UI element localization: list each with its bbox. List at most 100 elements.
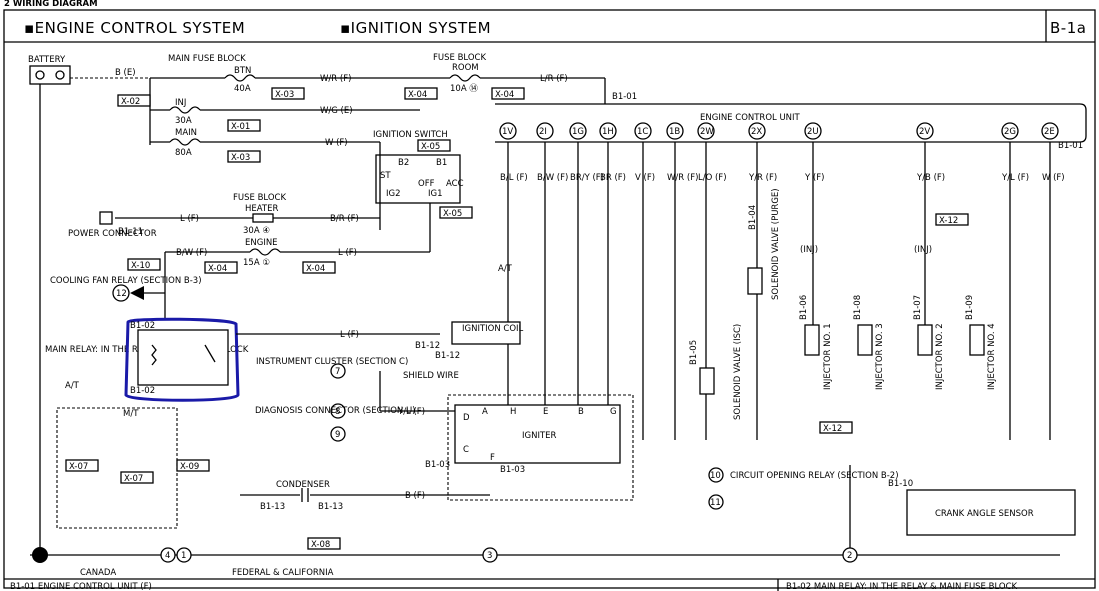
main-relay-highlight <box>124 317 240 402</box>
circle-10: 10 <box>710 471 721 481</box>
switch-ig1: IG1 <box>428 189 443 199</box>
power-connector-label: POWER CONNECTOR <box>68 229 157 239</box>
ecu-wire-label: Y (F) <box>804 173 824 183</box>
injector-4-icon <box>969 324 985 356</box>
ref-box-label: X-07 <box>69 462 88 472</box>
ref-box-label: X-01 <box>231 122 250 132</box>
ecu-pin-2v <box>916 122 934 140</box>
ecu-pin-1c <box>634 122 652 140</box>
igniter-box <box>454 404 621 464</box>
ecu-pin-2w <box>697 122 715 140</box>
diagram-frame <box>3 9 1096 589</box>
diagnosis-connector-label: DIAGNOSIS CONNECTOR (SECTION U) <box>255 406 416 416</box>
ecu-wire-label: V (F) <box>635 173 655 183</box>
ref-box-label: X-08 <box>311 540 330 550</box>
main-fuse-block-label: MAIN FUSE BLOCK <box>168 54 246 64</box>
circle-4: 4 <box>165 551 170 561</box>
ref-box <box>65 459 99 472</box>
igniter-pin-a: A <box>482 407 488 417</box>
wire-label-lr-f: L/R (F) <box>540 74 568 84</box>
circle-4-icon <box>160 547 176 563</box>
wire-label-wg-e: W/G (E) <box>320 106 353 116</box>
igniter-pin-b: B <box>578 407 584 417</box>
circle-12: 12 <box>116 289 127 299</box>
igniter-pin-h: H <box>510 407 516 417</box>
ecu-pin-label: 2I <box>539 127 547 137</box>
ref-box <box>417 139 451 152</box>
fuse-main-rating: 80A <box>175 148 192 158</box>
federal-label: FEDERAL & CALIFORNIA <box>232 568 334 578</box>
fuse-engine-label: ENGINE <box>245 238 278 248</box>
ecu-pin-1g <box>569 122 587 140</box>
ecu-wire-label: B/L (F) <box>500 173 528 183</box>
ecu-wire-label: Y/R (F) <box>748 173 777 183</box>
fuse-block2-label: FUSE BLOCK <box>233 193 286 203</box>
ref-box <box>491 87 525 100</box>
ref-box-label: X-04 <box>306 264 325 274</box>
cooling-fan-relay-label: COOLING FAN RELAY (SECTION B-3) <box>50 276 202 286</box>
circle-11: 11 <box>710 498 721 508</box>
ref-box <box>227 119 261 132</box>
wire-label-wr-f: W/R (F) <box>320 74 351 84</box>
injector-1-icon <box>804 324 820 356</box>
inj-tag-b: (INJ) <box>914 245 932 255</box>
ecu-wire-label: W (F) <box>1042 173 1065 183</box>
relay-coil-icon <box>151 344 157 366</box>
circle-3-icon <box>482 547 498 563</box>
switch-b1: B1 <box>436 158 447 168</box>
ecu-pin-label: 2G <box>1004 127 1016 137</box>
igniter-pin-d: D <box>463 413 470 423</box>
ecu-pin-2x <box>748 122 766 140</box>
mt-label: M/T <box>123 409 139 419</box>
wire-label-yl-f: Y/L (F) <box>397 407 425 417</box>
ref-box-label: X-10 <box>131 261 150 271</box>
fuse-main-label: MAIN <box>175 128 197 138</box>
fuse-engine-icon <box>249 248 281 256</box>
wire-label-br-f: B/R (F) <box>330 214 359 224</box>
footer-left: B1-01 ENGINE CONTROL UNIT (F) <box>10 582 152 591</box>
wire-label-bw-f: B/W (F) <box>176 248 207 258</box>
ecu-wire-label: Y/B (F) <box>916 173 945 183</box>
ref-box-label: X-04 <box>408 90 427 100</box>
ecu-wire-label: W/R (F) <box>667 173 698 183</box>
at-label: A/T <box>65 381 80 391</box>
ref-box <box>271 87 305 100</box>
inj-tag-a: (INJ) <box>800 245 818 255</box>
relay-switch-icon <box>204 344 216 363</box>
fuse-room-icon <box>449 74 481 82</box>
condenser-b1-13-b: B1-13 <box>318 502 343 512</box>
fuse-inj-rating: 30A <box>175 116 192 126</box>
wire-label-b-e: B (E) <box>115 68 136 78</box>
ecu-pin-label: 1B <box>669 127 680 137</box>
ground-icon <box>32 547 48 563</box>
ref-box <box>176 459 210 472</box>
ignition-coil-box <box>451 321 521 345</box>
fuse-inj-label: INJ <box>175 98 186 108</box>
ref-box <box>302 261 336 274</box>
ref-box <box>127 258 161 271</box>
crank-angle-sensor-box <box>906 489 1076 536</box>
b1-04-label: B1-04 <box>748 205 758 230</box>
ref-box-label: X-04 <box>495 90 514 100</box>
circle-11-icon <box>708 494 724 510</box>
ecu-pin-2u <box>804 122 822 140</box>
ref-box-label: X-04 <box>208 264 227 274</box>
ref-box-label: X-12 <box>939 216 958 226</box>
circuit-opening-relay-label: CIRCUIT OPENING RELAY (SECTION B-2) <box>730 471 899 481</box>
ref-box <box>227 150 261 163</box>
injector-2-icon <box>917 324 933 356</box>
canada-label: CANADA <box>80 568 116 578</box>
condenser-b1-13-a: B1-13 <box>260 502 285 512</box>
ecu-pin-label: 2W <box>700 127 714 137</box>
fuse-engine-rating: 15A ① <box>243 258 270 268</box>
solenoid-isc-label: SOLENOID VALVE (ISC) <box>733 324 743 420</box>
wire-label-engine-l: L (F) <box>338 248 357 258</box>
page-code: B-1a <box>1050 19 1086 37</box>
ecu-b1-01-top: B1-01 <box>612 92 637 102</box>
fuse-btn-rating: 40A <box>234 84 251 94</box>
fuse-btn-icon <box>224 74 256 82</box>
circle-7-icon <box>330 363 346 379</box>
